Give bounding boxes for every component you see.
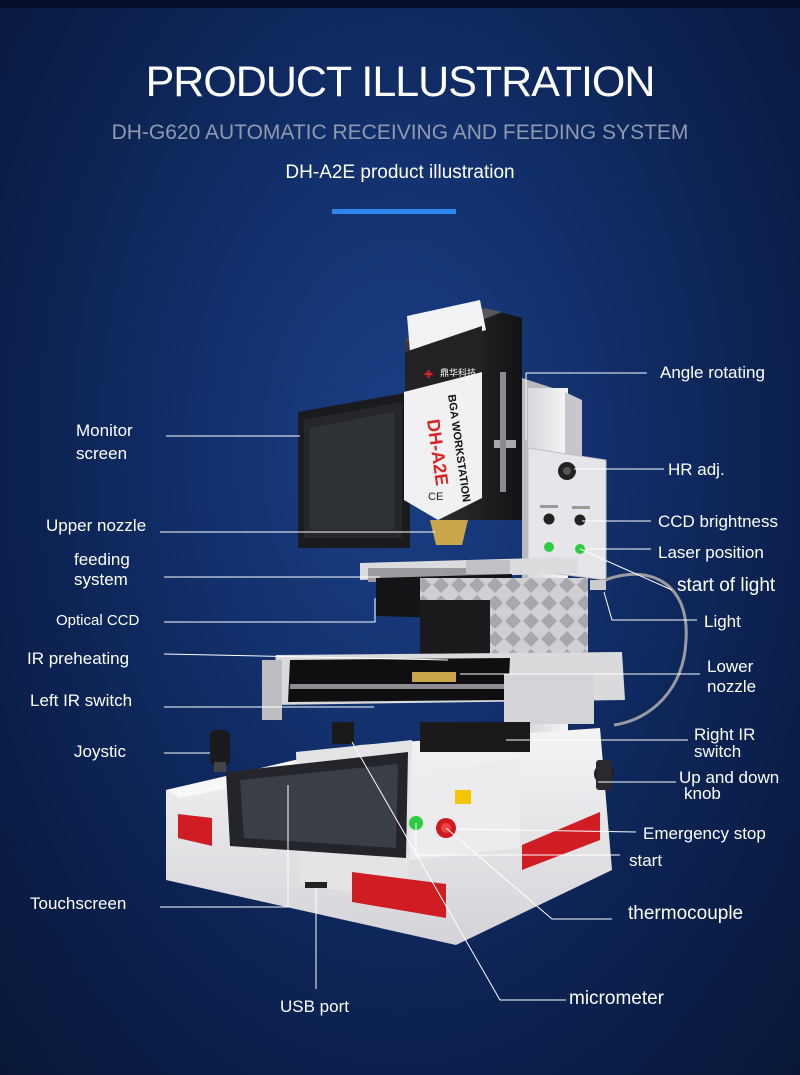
ir-preheating-area	[262, 652, 625, 724]
ccd-brightness-knob-icon[interactable]	[543, 513, 555, 525]
page-title: PRODUCT ILLUSTRATION	[145, 58, 656, 106]
light-icon	[590, 580, 606, 590]
label-up-down-knob-2: knob	[684, 784, 721, 803]
label-emergency-stop: Emergency stop	[643, 824, 766, 843]
label-light: Light	[704, 612, 741, 631]
label-left-ir-switch: Left IR switch	[30, 691, 133, 710]
label-lower-nozzle-2: nozzle	[707, 677, 757, 696]
machine-base	[166, 722, 614, 945]
accent-bar	[332, 209, 456, 214]
label-lower-nozzle-1: Lower	[707, 657, 754, 676]
leader-touchscreen	[160, 785, 289, 908]
label-upper-nozzle: Upper nozzle	[46, 516, 147, 535]
label-optical-ccd: Optical CCD	[56, 612, 140, 629]
leader-start	[415, 823, 620, 856]
usb-port-icon[interactable]	[305, 882, 327, 888]
leader-thermocouple	[445, 827, 612, 920]
monitor	[298, 392, 410, 548]
label-thermocouple: thermocouple	[628, 903, 744, 924]
label-monitor-screen-2: screen	[76, 444, 128, 463]
page-subtitle: DH-G620 AUTOMATIC RECEIVING AND FEEDING …	[111, 121, 689, 144]
label-right-ir-switch-1: Right IR	[694, 725, 756, 744]
laser-button-icon[interactable]	[544, 542, 554, 552]
label-angle-rotating: Angle rotating	[660, 363, 765, 382]
joystick-icon[interactable]	[210, 730, 230, 766]
light-gooseneck	[595, 572, 688, 727]
label-feeding-system-2: system	[74, 570, 128, 589]
label-monitor-screen-1: Monitor	[76, 421, 133, 440]
leader-ir-preheating	[163, 653, 449, 661]
leader-emergency	[455, 828, 637, 833]
head-ce-mark: CE	[428, 491, 443, 503]
upper-heating-head: ✚ 鼎华科技 BGA WORKSTATION DH-A2E CE	[404, 300, 522, 545]
label-feeding-system-1: feeding	[74, 550, 130, 569]
label-hr-adj: HR adj.	[668, 460, 725, 479]
leader-lines	[160, 372, 700, 1001]
label-up-down-knob-1: Up and down	[679, 768, 780, 787]
label-laser-position: Laser position	[658, 543, 764, 562]
label-start: start	[629, 851, 663, 870]
leader-light	[603, 591, 697, 621]
label-start-of-light: start of light	[677, 575, 776, 596]
leader-micrometer	[351, 741, 566, 1001]
label-touchscreen: Touchscreen	[30, 894, 127, 913]
label-ccd-brightness: CCD brightness	[658, 512, 778, 531]
head-logo-icon: ✚	[424, 368, 433, 381]
label-right-ir-switch-2: switch	[694, 742, 742, 761]
top-strip	[0, 0, 800, 8]
leader-start-light	[579, 548, 673, 591]
upper-nozzle	[430, 520, 468, 545]
lower-nozzle	[412, 672, 456, 682]
head-brand-text: 鼎华科技	[440, 367, 476, 379]
label-micrometer: micrometer	[569, 988, 665, 1009]
label-usb-port: USB port	[280, 997, 349, 1016]
label-ir-preheating: IR preheating	[27, 649, 130, 668]
product-line-caption: DH-A2E product illustration	[285, 162, 515, 183]
label-joystic: Joystic	[74, 742, 126, 761]
leader-ccd-optical	[164, 598, 376, 623]
